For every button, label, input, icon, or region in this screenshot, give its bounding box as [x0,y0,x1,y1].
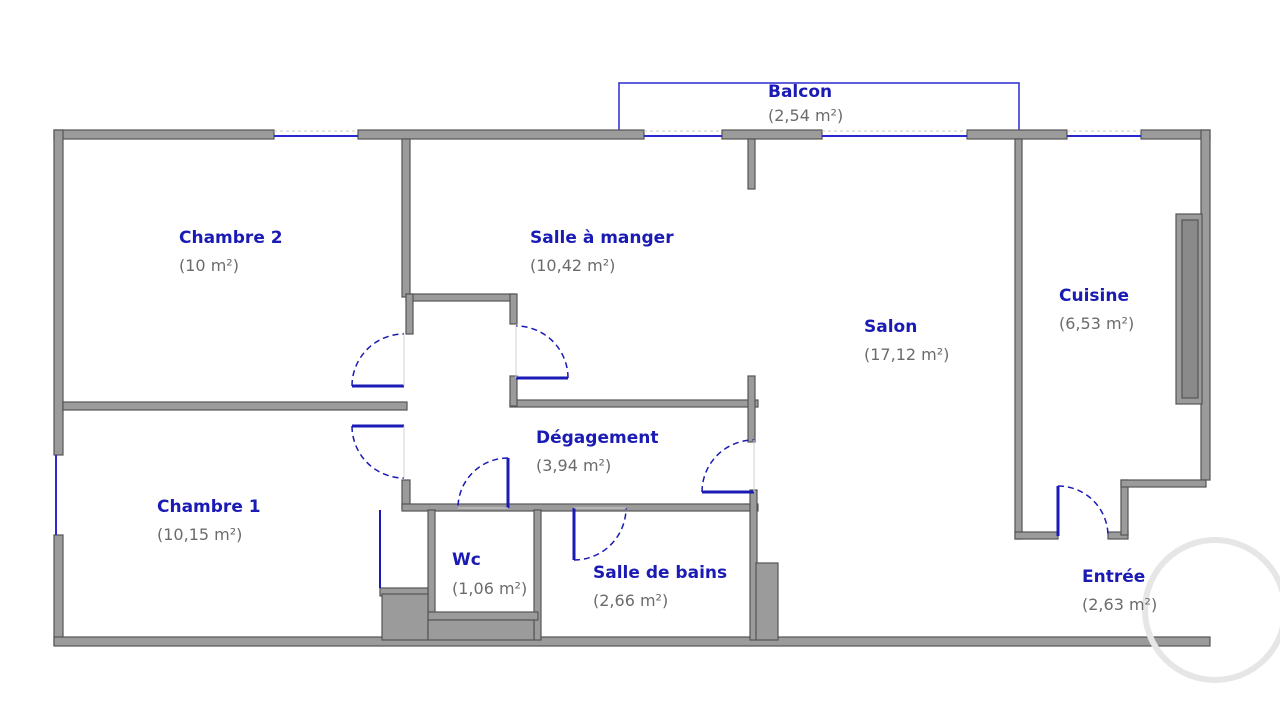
wall-ch-mid [62,401,408,411]
openings [403,326,755,509]
kitchen-counter-inner [1181,219,1199,399]
door-wc-swing [457,457,509,509]
windows [55,135,1141,535]
wall-wc-left [427,509,436,621]
label-degage-name: Dégagement [536,428,658,448]
wall-salle-stub [747,138,756,190]
wall-cuisine-step [1120,479,1129,536]
wall-deg-mid [509,399,759,408]
door-salon-swing [701,439,755,493]
wall-wc-right [533,509,542,641]
label-cuisine-area: (6,53 m²) [1059,314,1134,333]
label-balcon-name: Balcon [768,82,832,102]
wall-cuisine-step-top [1120,479,1207,488]
wall-deg-top-right [509,293,518,325]
label-wc-area: (1,06 m²) [452,579,527,598]
label-chambre1-area: (10,15 m²) [157,525,242,544]
door-cuisine-swing [1057,485,1109,537]
wall-ch2-right [401,138,411,298]
wall-left-top [53,129,64,456]
label-chambre1-name: Chambre 1 [157,497,261,517]
label-cuisine-name: Cuisine [1059,286,1129,306]
wall-top-1 [53,129,275,140]
label-wc-name: Wc [452,550,481,570]
door-bains-swing [573,507,627,561]
wall-left-bottom [53,534,64,646]
label-bains-area: (2,66 m²) [593,591,668,610]
doors [351,325,1109,588]
gaine-wc [381,593,429,641]
label-salon-name: Salon [864,317,917,337]
door-salle-swing [515,325,569,379]
label-bains-name: Salle de bains [593,563,727,583]
wall-deg-mid-left [509,375,518,407]
gaine-wc-2 [427,619,535,641]
wall-deg-top [405,293,515,302]
wall-top-2 [357,129,645,140]
wall-deg-left-top [405,293,414,335]
room-labels: Balcon (2,54 m²) Chambre 2 (10 m²) Salle… [157,82,1157,614]
label-degage-area: (3,94 m²) [536,456,611,475]
label-salon-area: (17,12 m²) [864,345,949,364]
wall-top-5 [1140,129,1211,140]
walls [53,129,1211,647]
wall-salon-stub [747,375,756,443]
balcony-outline [618,82,1020,131]
door-ch2-swing [351,333,405,387]
label-chambre2-area: (10 m²) [179,256,239,275]
gaine-bains [755,562,779,641]
wall-top-3 [721,129,823,140]
label-balcon-area: (2,54 m²) [768,106,843,125]
wall-bottom [53,636,1211,647]
watermark-logo [1142,537,1280,683]
wall-top-4 [966,129,1068,140]
label-salle-area: (10,42 m²) [530,256,615,275]
label-salle-name: Salle à manger [530,228,674,248]
wall-wc-bottom [427,611,539,621]
label-chambre2-name: Chambre 2 [179,228,283,248]
label-entree-area: (2,63 m²) [1082,595,1157,614]
wall-cuisine-left [1014,138,1023,540]
door-ch1-swing [351,425,405,479]
label-entree-name: Entrée [1082,567,1145,587]
wall-cuisine-bottom-left [1014,531,1059,540]
